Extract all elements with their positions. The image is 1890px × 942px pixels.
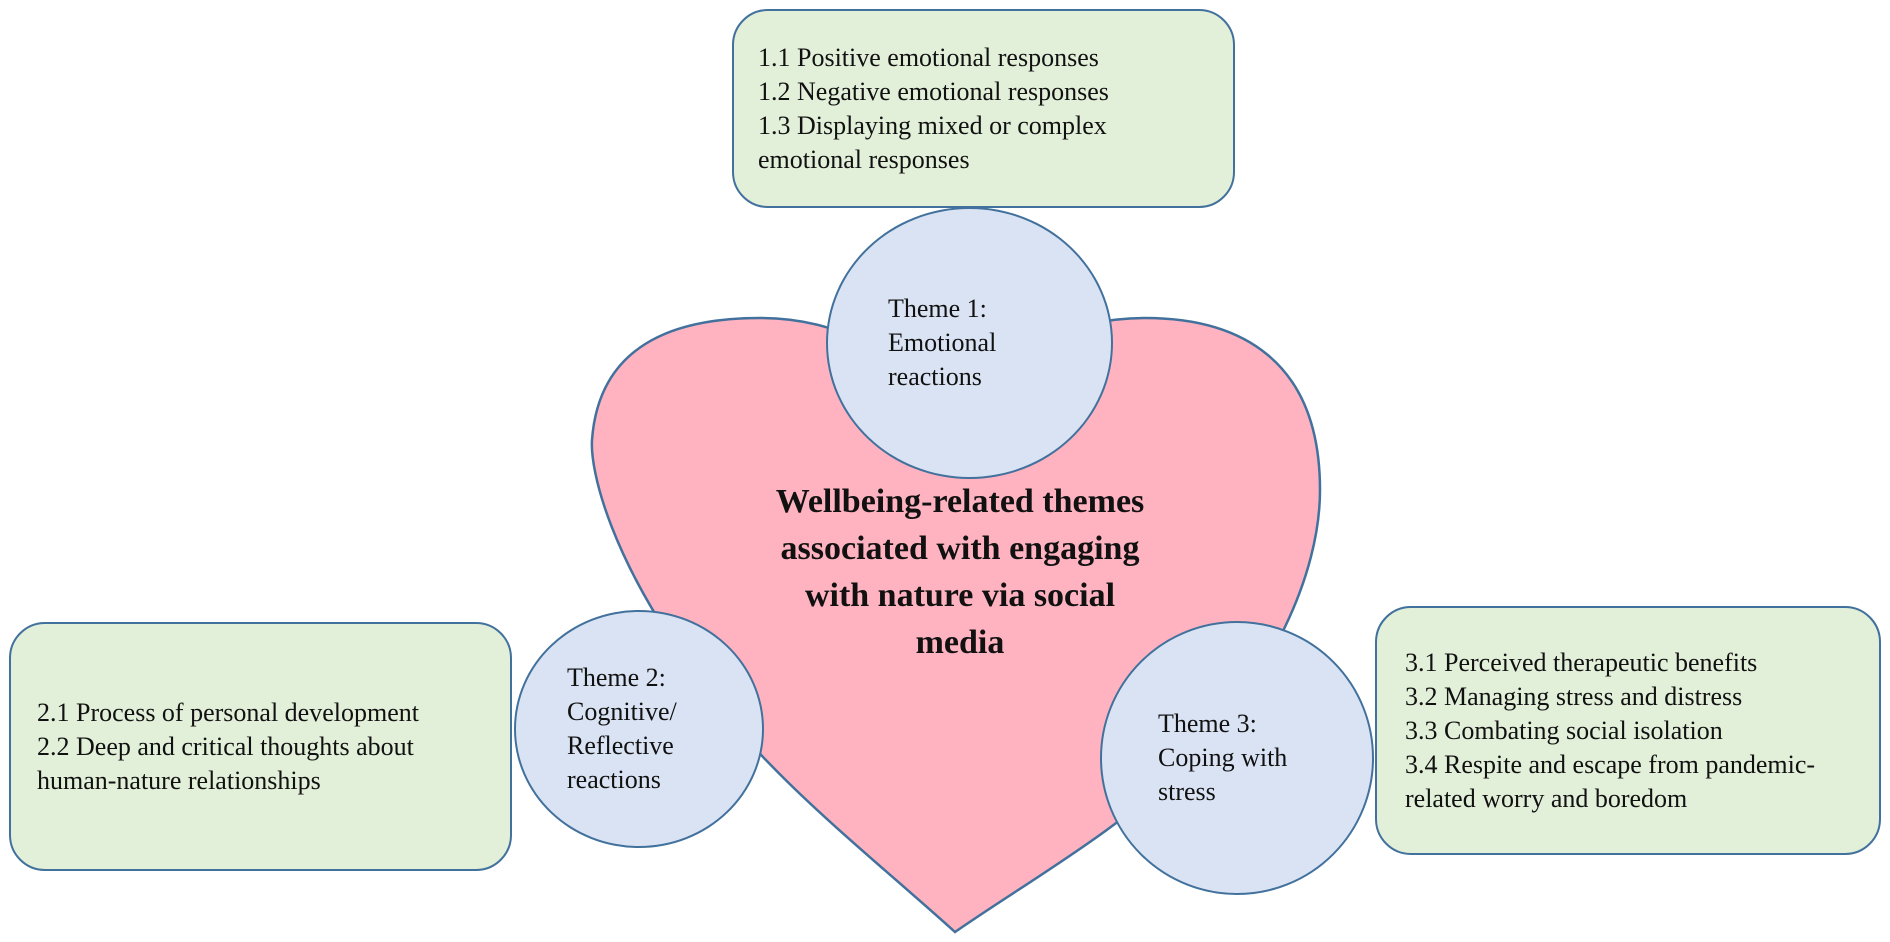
subtheme-item: human-nature relationships	[37, 765, 321, 795]
subtheme-item: 2.1 Process of personal development	[37, 697, 419, 727]
subtheme-item: 1.3 Displaying mixed or complex	[758, 110, 1107, 140]
theme-label-line: Theme 3:	[1158, 709, 1257, 738]
subtheme-item: related worry and boredom	[1405, 783, 1688, 813]
theme-label-line: Emotional	[888, 328, 997, 357]
diagram-title-line: with nature via social	[804, 577, 1116, 614]
theme-label-line: Cognitive/	[567, 697, 677, 726]
diagram-title: Wellbeing-related themes associated with…	[680, 478, 1240, 666]
theme-label-line: reactions	[888, 362, 982, 391]
theme3-circle: Theme 3: Coping with stress	[1100, 621, 1374, 895]
theme2-subthemes-box: 2.1 Process of personal development 2.2 …	[9, 622, 512, 871]
theme-label-line: stress	[1158, 777, 1216, 806]
theme-label-line: Theme 1:	[888, 294, 987, 323]
theme2-circle: Theme 2: Cognitive/ Reflective reactions	[514, 610, 764, 848]
subtheme-item: emotional responses	[758, 144, 970, 174]
subtheme-item: 1.2 Negative emotional responses	[758, 76, 1109, 106]
theme-label-line: Theme 2:	[567, 663, 666, 692]
theme3-subthemes-box: 3.1 Perceived therapeutic benefits 3.2 M…	[1375, 606, 1881, 855]
theme-label-line: Coping with	[1158, 743, 1288, 772]
subtheme-item: 1.1 Positive emotional responses	[758, 42, 1099, 72]
subtheme-item: 3.2 Managing stress and distress	[1405, 681, 1743, 711]
subtheme-item: 2.2 Deep and critical thoughts about	[37, 731, 414, 761]
diagram-title-line: media	[915, 624, 1005, 661]
theme1-circle: Theme 1: Emotional reactions	[826, 207, 1113, 479]
subtheme-item: 3.3 Combating social isolation	[1405, 715, 1723, 745]
subtheme-item: 3.4 Respite and escape from pandemic-	[1405, 749, 1816, 779]
theme-label-line: Reflective	[567, 731, 674, 760]
diagram-title-line: associated with engaging	[780, 530, 1140, 567]
theme1-subthemes-box: 1.1 Positive emotional responses 1.2 Neg…	[732, 9, 1235, 208]
diagram-title-line: Wellbeing-related themes	[775, 483, 1145, 520]
theme-label-line: reactions	[567, 765, 661, 794]
subtheme-item: 3.1 Perceived therapeutic benefits	[1405, 647, 1758, 677]
